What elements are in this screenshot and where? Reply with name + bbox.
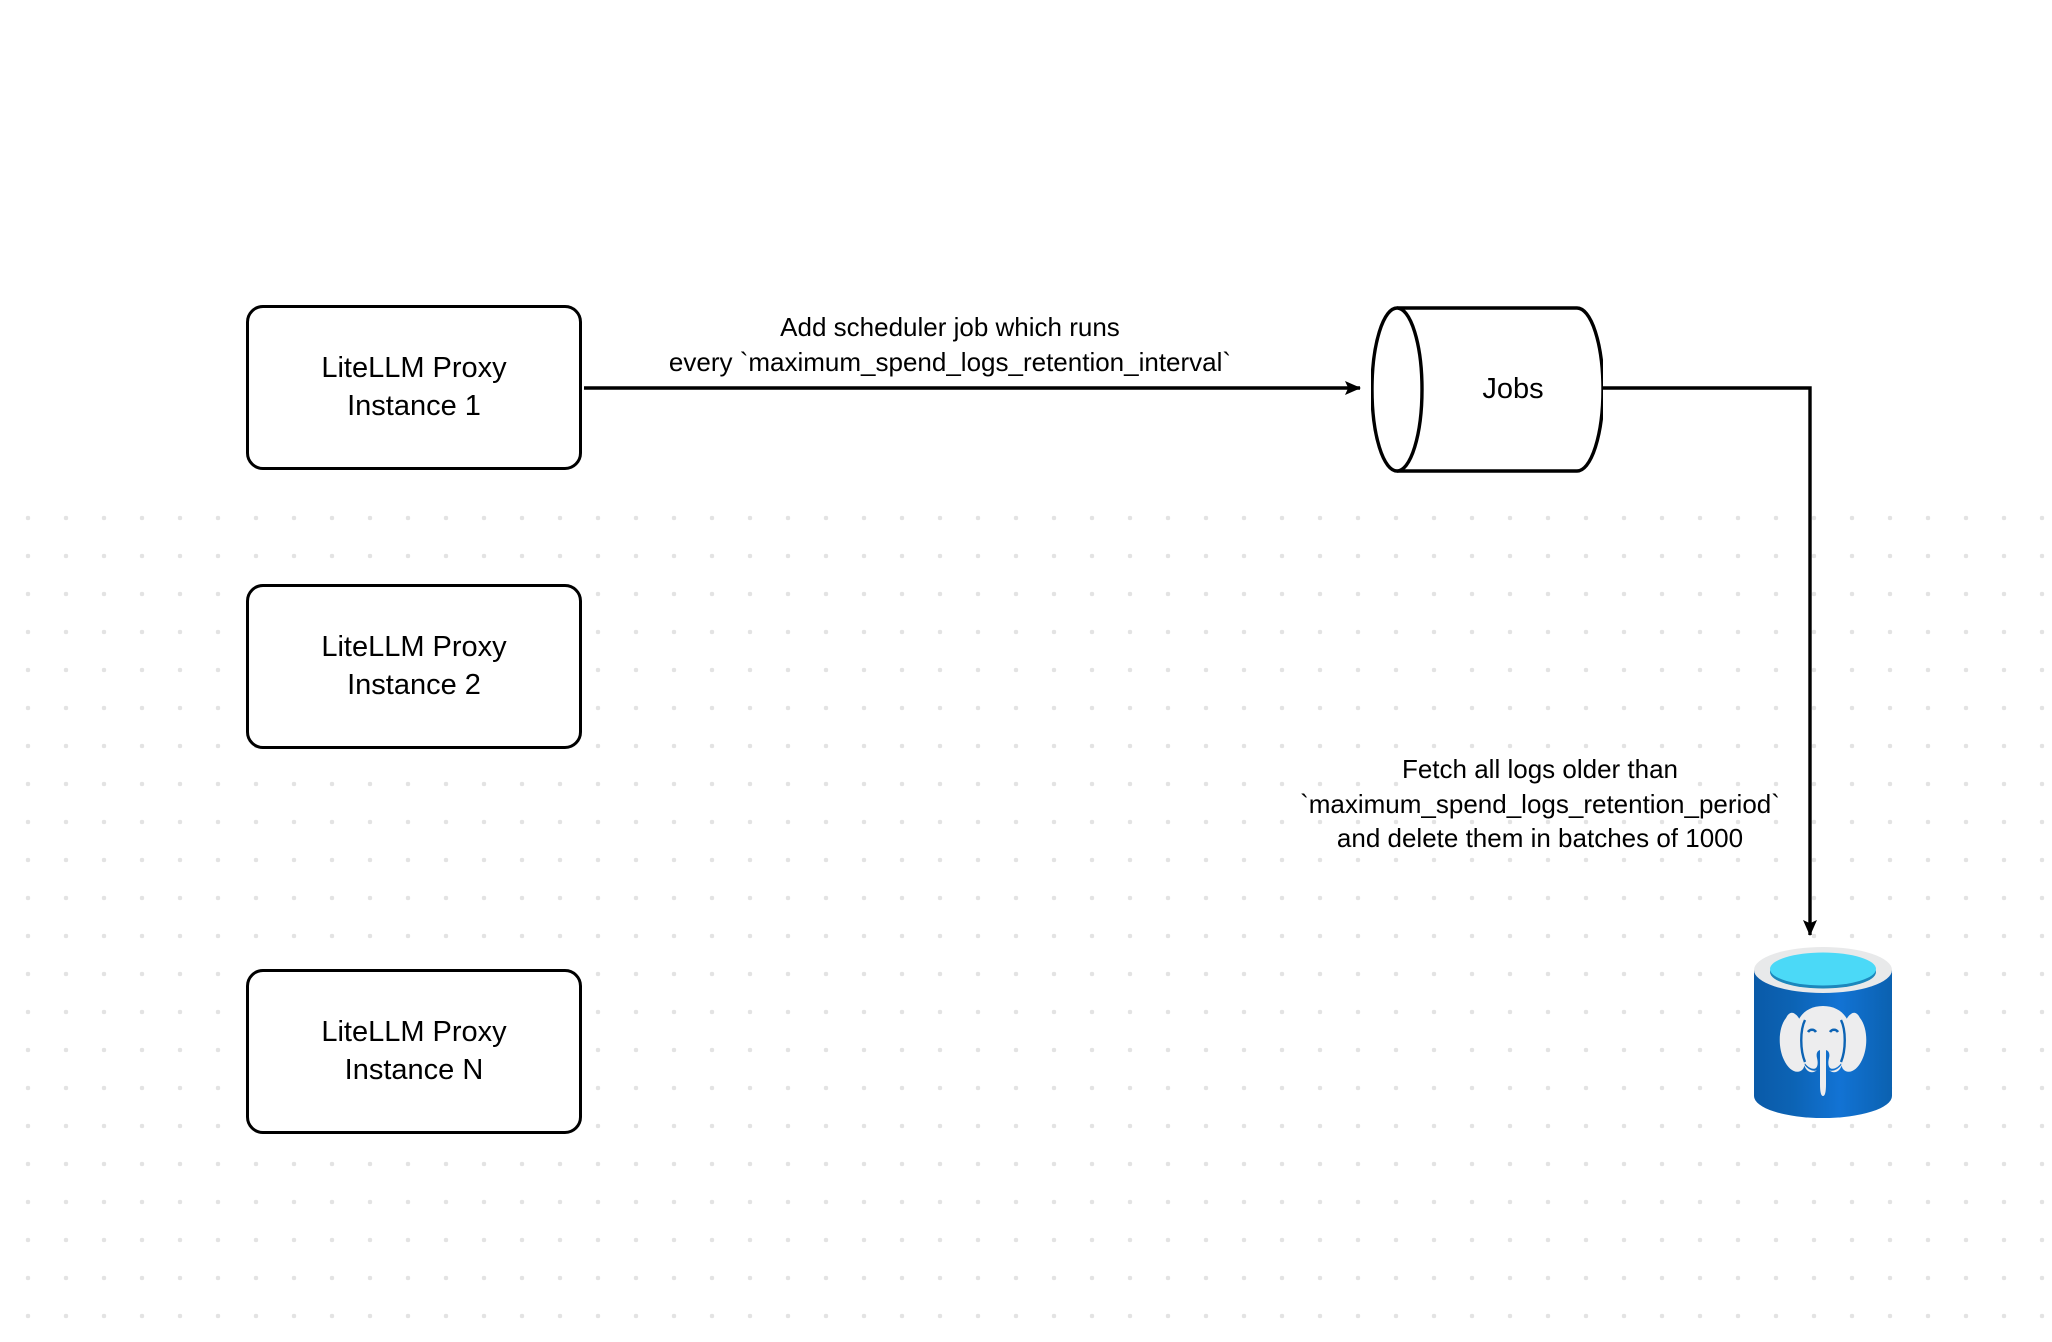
edge-label-line-1: Fetch all logs older than [1400,752,1680,787]
node-label-line-1: LiteLLM Proxy [321,630,507,663]
node-postgres-database[interactable] [1748,944,1898,1124]
node-litellm-proxy-instance-2[interactable]: LiteLLM Proxy Instance 2 [246,584,582,749]
elephant-eyes [1806,1028,1840,1033]
node-litellm-proxy-instance-1[interactable]: LiteLLM Proxy Instance 1 [246,305,582,470]
node-jobs-queue[interactable]: Jobs [1371,306,1603,473]
node-jobs-label: Jobs [1482,373,1544,405]
node-litellm-proxy-instance-n[interactable]: LiteLLM Proxy Instance N [246,969,582,1134]
node-label-line-1: LiteLLM Proxy [321,351,507,384]
cylinder-shape [1371,306,1603,473]
postgres-database-icon [1754,947,1892,1118]
edge-label-line-2: every `maximum_spend_logs_retention_inte… [668,346,1232,377]
node-label-line-2: Instance 2 [347,668,481,701]
node-label-line-2: Instance N [344,1053,484,1086]
edge-fetch-connector [1603,386,1817,936]
edge-label-line-3: and delete them in batches of 1000 [1336,823,1744,854]
edge-label-fetch: Fetch all logs older than `maximum_spend… [1240,752,1840,856]
elephant-tusks [1804,1064,1842,1073]
edge-label-line-2: `maximum_spend_logs_retention_period` [1300,788,1780,819]
elephant-ear-lines [1800,1019,1846,1063]
edge-label-line-1: Add scheduler job which runs [779,310,1121,345]
node-label-line-2: Instance 1 [347,389,481,422]
edge-label-scheduler: Add scheduler job which runs every `maxi… [600,310,1300,379]
node-label-line-1: LiteLLM Proxy [321,1015,507,1048]
elephant-glyph [1779,1006,1867,1096]
